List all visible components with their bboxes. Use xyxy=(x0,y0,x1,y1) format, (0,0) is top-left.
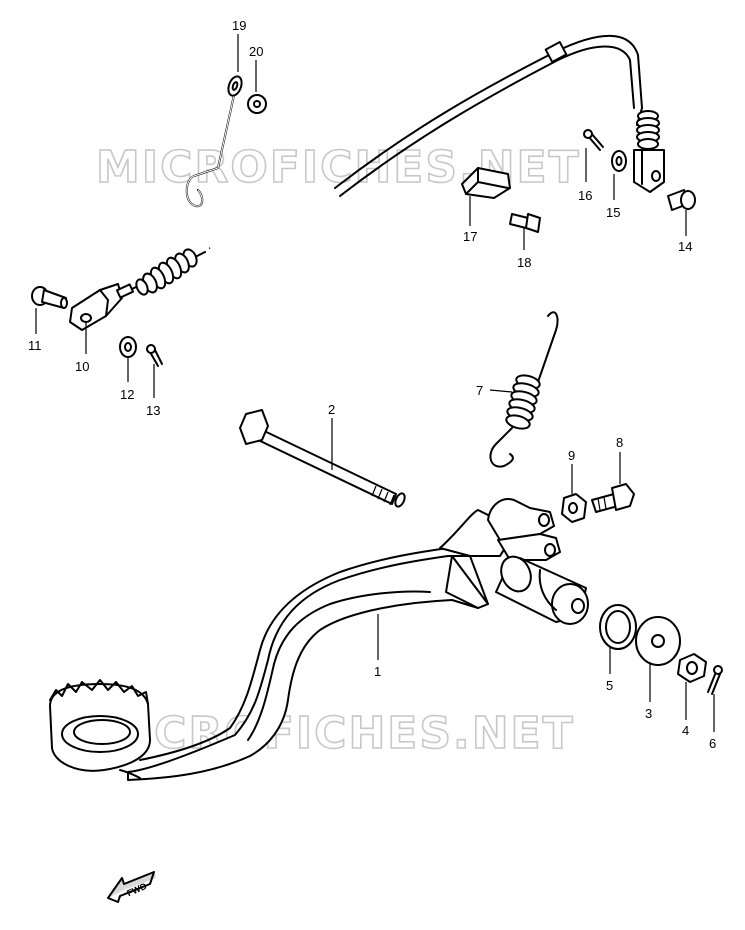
watermark-bottom: MICROFICHES.NET xyxy=(90,708,575,759)
callout-20: 20 xyxy=(249,44,263,59)
callout-18: 18 xyxy=(517,255,531,270)
callout-6: 6 xyxy=(709,736,716,751)
part-2-long-bolt xyxy=(239,409,406,508)
part-16-cotter-pin xyxy=(583,129,604,151)
callout-10: 10 xyxy=(75,359,89,374)
part-14-pin xyxy=(667,189,696,211)
callout-7: 7 xyxy=(476,383,483,398)
part-5-o-ring xyxy=(599,604,637,650)
part-18-bolt xyxy=(509,213,541,233)
pedal-footpad xyxy=(49,679,151,779)
part-7-spring xyxy=(489,311,559,468)
part-3-washer xyxy=(635,616,681,666)
callout-17: 17 xyxy=(463,229,477,244)
callout-12: 12 xyxy=(120,387,134,402)
part-1-brake-pedal xyxy=(49,498,589,781)
callout-14: 14 xyxy=(678,239,692,254)
part-19-rod xyxy=(185,75,243,208)
callout-19: 19 xyxy=(232,18,246,33)
leader-lines xyxy=(35,34,715,732)
part-13-cotter-pin xyxy=(146,344,163,367)
part-20-washer xyxy=(247,94,267,114)
callout-4: 4 xyxy=(682,723,689,738)
brake-cable xyxy=(129,34,660,296)
cable-spring-boot-front xyxy=(135,248,198,296)
part-17-clamp xyxy=(461,167,511,199)
part-11-pin xyxy=(31,286,68,309)
part-10-clevis xyxy=(69,283,135,331)
part-15-washer xyxy=(611,150,627,172)
cable-spring-boot-rear xyxy=(636,110,660,150)
callout-15: 15 xyxy=(606,205,620,220)
part-4-nut xyxy=(677,653,707,683)
callout-1: 1 xyxy=(374,664,381,679)
callout-5: 5 xyxy=(606,678,613,693)
callout-13: 13 xyxy=(146,403,160,418)
part-9-nut xyxy=(561,493,587,523)
part-6-cotter-pin xyxy=(707,665,723,695)
callout-2: 2 xyxy=(328,402,335,417)
part-12-washer xyxy=(119,336,137,358)
callout-11: 11 xyxy=(28,338,42,353)
part-8-bolt xyxy=(591,483,635,513)
callout-8: 8 xyxy=(616,435,623,450)
fwd-arrow-icon: FWD xyxy=(107,871,156,903)
callout-9: 9 xyxy=(568,448,575,463)
callout-16: 16 xyxy=(578,188,592,203)
callout-3: 3 xyxy=(645,706,652,721)
rear-clevis xyxy=(633,149,665,193)
